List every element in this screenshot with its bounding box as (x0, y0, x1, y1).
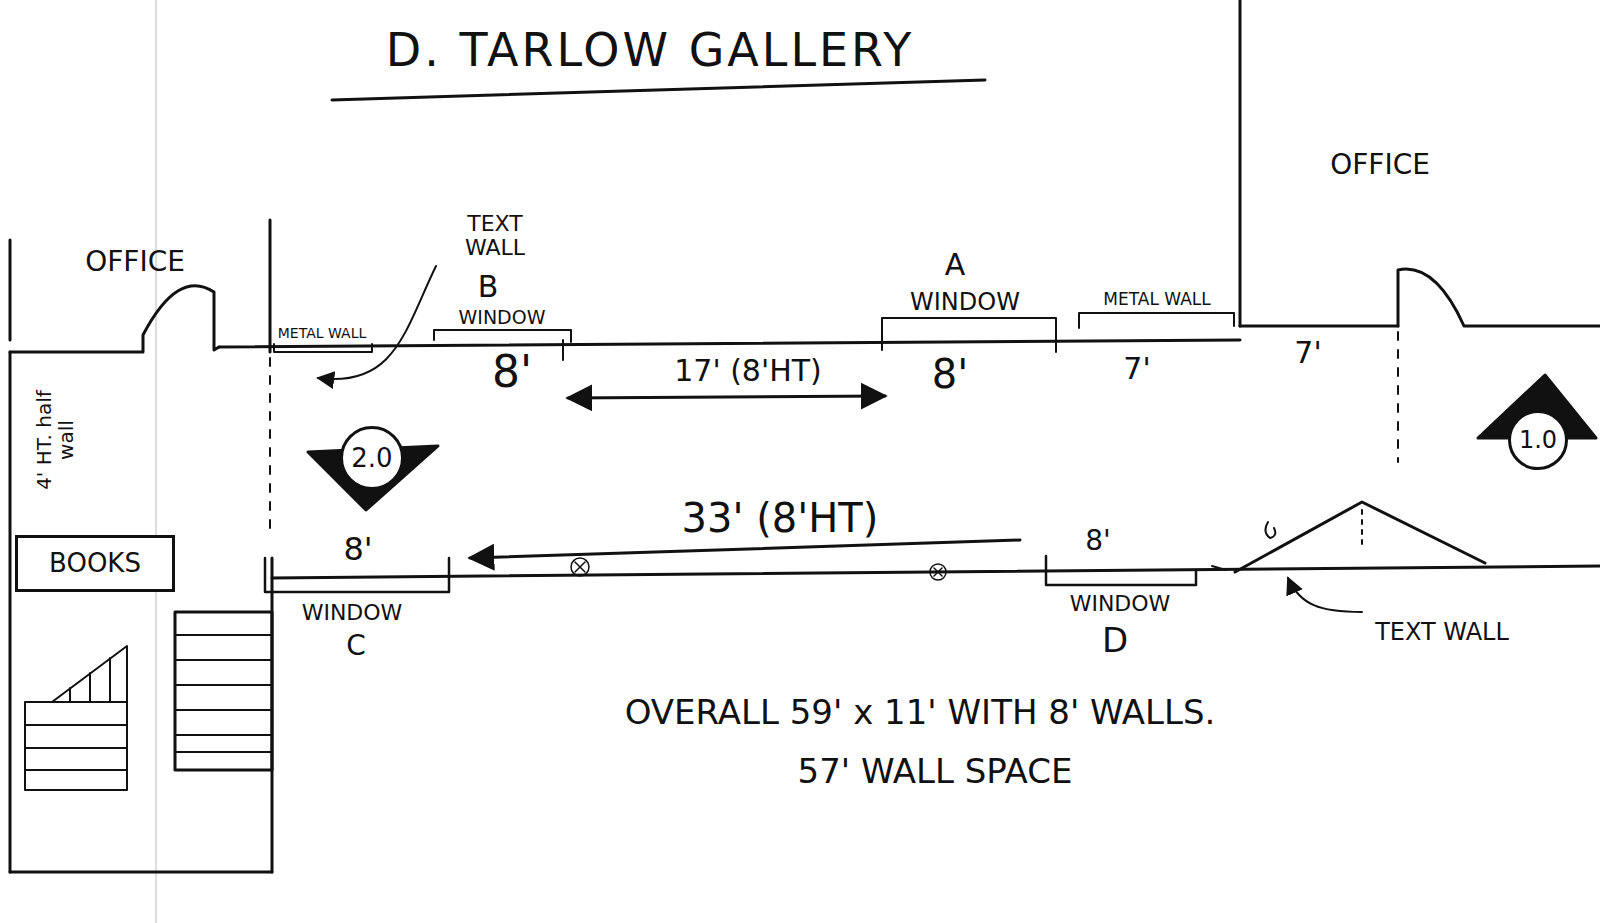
window-letter: C (346, 631, 366, 662)
window-label: WINDOW (1070, 592, 1171, 616)
metal-wall-label: METAL WALL (278, 326, 366, 341)
node-text: 1.0 (1519, 427, 1557, 453)
dimension: 7' (1123, 352, 1150, 385)
view-marker: 1.0 (1508, 410, 1568, 470)
dimension: 7' (1294, 336, 1321, 369)
text-wall-label: TEXT WALL (1367, 619, 1517, 645)
text-wall-label: TEXT WALL (440, 212, 550, 260)
view-marker: 2.0 (340, 426, 404, 490)
node-text: OFFICE (1330, 150, 1430, 181)
node-text: 2.0 (351, 444, 392, 473)
office-room: OFFICE (1280, 137, 1480, 193)
window-letter: B (478, 270, 499, 303)
dimension: 8' (492, 348, 532, 396)
diagram-title: D. TARLOW GALLERY (386, 25, 914, 76)
window-letter: A (945, 248, 966, 281)
office-room: OFFICE (45, 234, 225, 290)
node-text: BOOKS (49, 549, 141, 578)
window-label: WINDOW (302, 601, 403, 625)
window-label: WINDOW (459, 307, 546, 328)
window-label: WINDOW (910, 289, 1020, 315)
node-text: OFFICE (85, 247, 185, 278)
dimension: 17' (8'HT) (674, 354, 822, 387)
note: OVERALL 59' x 11' WITH 8' WALLS. (625, 694, 1216, 731)
dimension: 8' (932, 352, 968, 396)
dimension: 8' (1085, 526, 1111, 557)
half-wall-note: 4' HT. half wall (33, 390, 77, 490)
note: 57' WALL SPACE (798, 753, 1073, 790)
dimension: 8' (343, 532, 372, 567)
metal-wall-label: METAL WALL (1103, 290, 1210, 309)
window-letter: D (1102, 622, 1128, 659)
dimension: 33' (8'HT) (682, 496, 879, 540)
books-box: BOOKS (15, 535, 175, 592)
